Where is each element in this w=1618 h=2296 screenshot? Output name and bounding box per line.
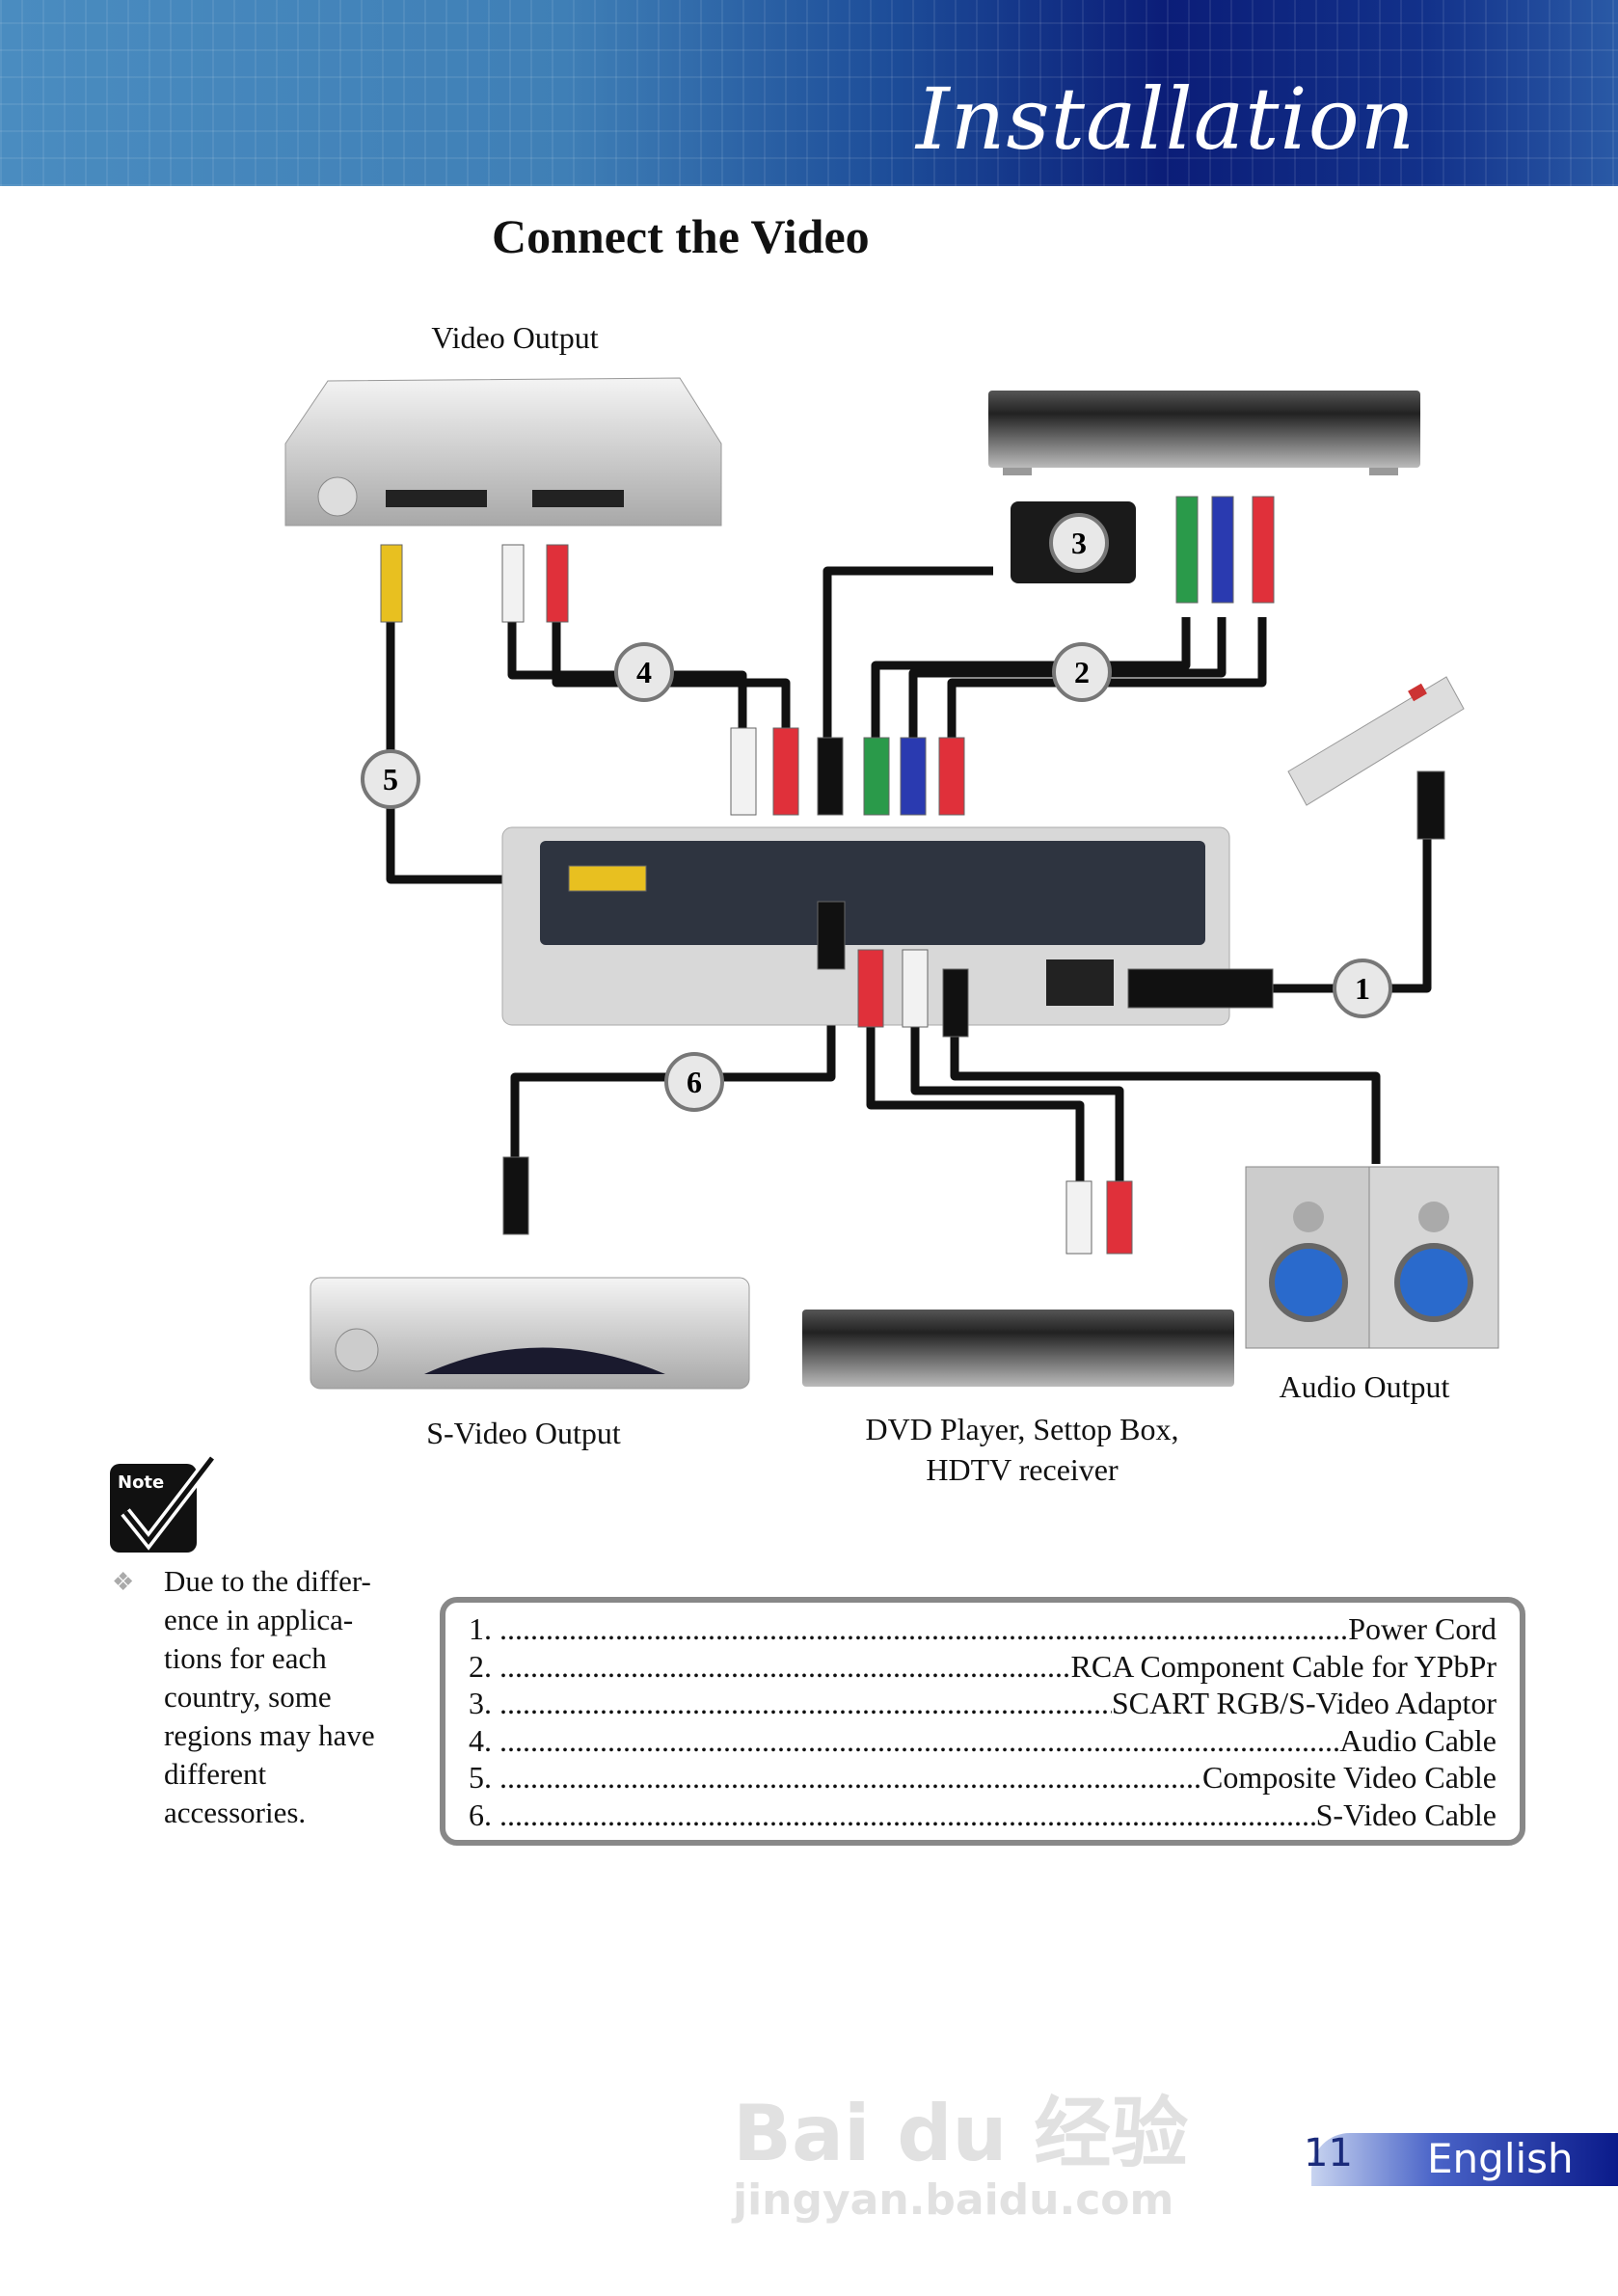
label-audio-output: Audio Output [1279, 1369, 1450, 1404]
power-strip [1287, 676, 1465, 806]
note-check-icon: Note [110, 1454, 216, 1553]
cable-legend: 1.Power Cord 2.RCA Component Cable for Y… [440, 1597, 1525, 1846]
speakers [1245, 1166, 1499, 1349]
page-number: 11 [1304, 2131, 1353, 2175]
plugs [380, 496, 1445, 1255]
chapter-title: Installation [916, 69, 1416, 169]
legend-row: 3.SCART RGB/S-Video Adaptor [469, 1685, 1497, 1722]
svg-text:Note: Note [118, 1472, 164, 1493]
plug-black [817, 737, 844, 816]
plug-white [501, 544, 525, 623]
plug-red [1106, 1180, 1133, 1255]
section-title: Connect the Video [492, 209, 870, 263]
callout-5: 5 [361, 749, 420, 809]
label-dvd-line2: HDTV receiver [926, 1452, 1119, 1487]
bullet-icon: ❖ [112, 1568, 135, 1597]
page-header-banner: Installation [0, 0, 1618, 186]
legend-row: 5.Composite Video Cable [469, 1759, 1497, 1796]
note-text: Due to the differ-ence in applica-tions … [164, 1564, 375, 1829]
plug-blue [900, 737, 927, 816]
callout-4: 4 [614, 642, 674, 702]
cable-audio-out-white [910, 1022, 1124, 1188]
label-svideo-output: S-Video Output [426, 1416, 621, 1450]
legend-row: 6.S-Video Cable [469, 1796, 1497, 1834]
plug-green [1175, 496, 1199, 604]
legend-row: 4.Audio Cable [469, 1722, 1497, 1760]
footer-language: English [1427, 2135, 1574, 2182]
dvd-player-bottom [802, 1310, 1234, 1387]
callout-6: 6 [664, 1052, 724, 1112]
svg-text:4: 4 [636, 655, 652, 689]
cable-3-scart [822, 566, 993, 762]
callout-3: 3 [1049, 513, 1109, 573]
plug-red [938, 737, 965, 816]
plug-white [902, 949, 929, 1028]
plug-white [1065, 1180, 1092, 1255]
label-dvd-line1: DVD Player, Settop Box, [865, 1412, 1179, 1446]
plug-black [1416, 770, 1445, 840]
plug-black [502, 1156, 529, 1235]
plug-yellow [568, 865, 647, 892]
svg-text:1: 1 [1355, 971, 1370, 1006]
projector-rear-panel [501, 826, 1230, 1026]
dvd-player-top-right [988, 391, 1420, 475]
plug-black [942, 968, 969, 1038]
svg-text:6: 6 [687, 1065, 702, 1099]
svg-text:2: 2 [1074, 655, 1090, 689]
plug-red [1252, 496, 1275, 604]
plug-red [546, 544, 569, 623]
footer-language-bar [1311, 2133, 1618, 2186]
plug-yellow [380, 544, 403, 623]
cable-2-green [871, 617, 1191, 747]
dvd-player-video-output [284, 377, 722, 527]
plug-white [730, 727, 757, 816]
label-video-output: Video Output [431, 320, 599, 355]
callout-1: 1 [1333, 959, 1392, 1018]
plug-black [817, 901, 846, 970]
svg-text:3: 3 [1071, 526, 1087, 560]
connection-diagram: 1 2 3 4 5 6 [284, 377, 1499, 1390]
legend-row: 2.RCA Component Cable for YPbPr [469, 1648, 1497, 1686]
cable-audio-out-black [950, 1022, 1381, 1164]
plug-red [772, 727, 799, 816]
legend-row: 1.Power Cord [469, 1610, 1497, 1648]
plug-blue [1211, 496, 1234, 604]
plug-green [863, 737, 890, 816]
cable-audio-out-red [866, 1022, 1085, 1188]
cable-1-power [1273, 800, 1432, 993]
plug-red [857, 949, 884, 1028]
vcr-svideo-output [310, 1277, 750, 1390]
svg-text:5: 5 [383, 762, 398, 797]
callout-2: 2 [1052, 642, 1112, 702]
plug-black [1127, 968, 1274, 1009]
